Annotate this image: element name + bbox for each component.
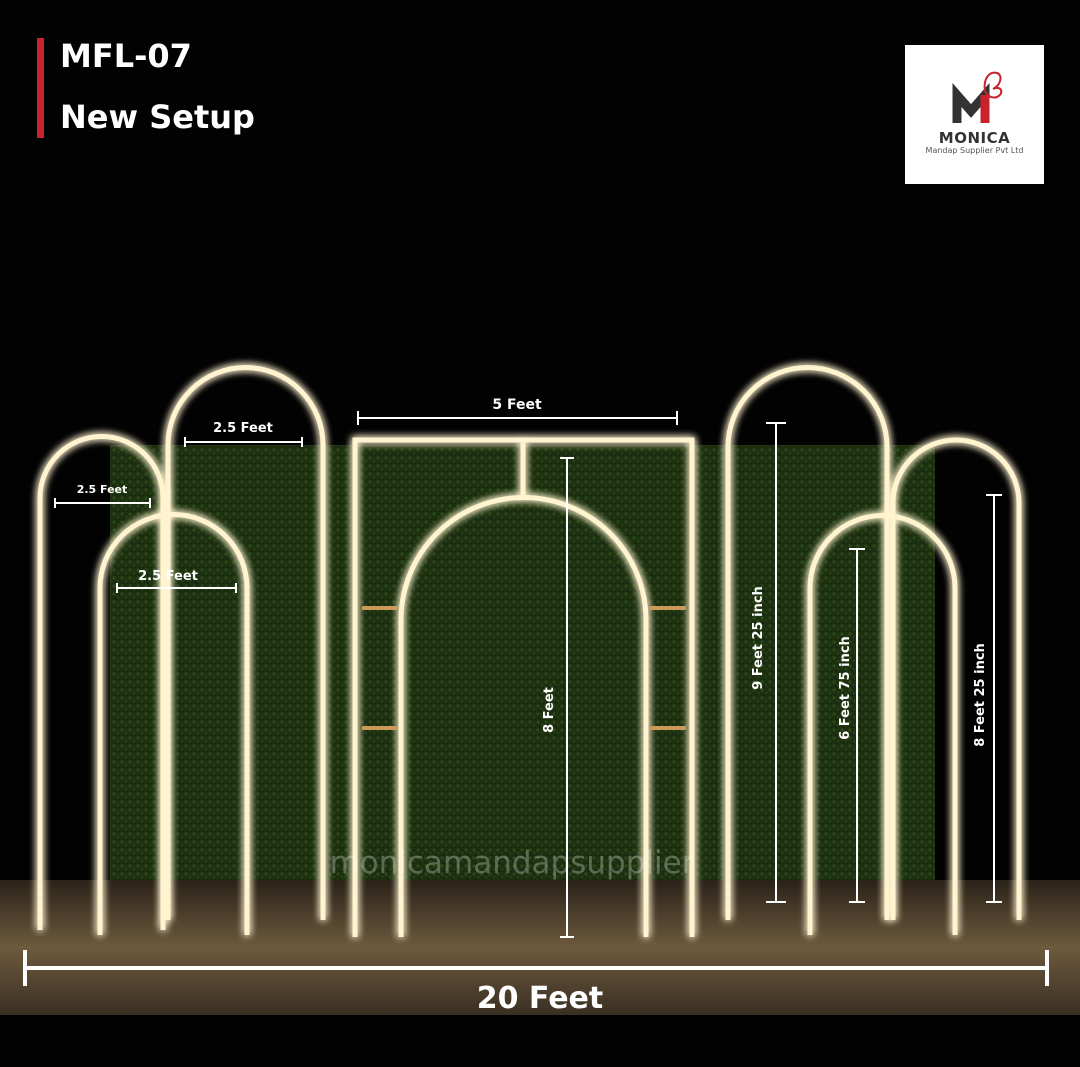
arch-right-outer (890, 437, 1022, 920)
watermark: monicamandapsupplier (330, 845, 695, 881)
floor (0, 880, 1080, 1015)
label-center-height: 8 Feet (542, 687, 557, 733)
arch-left-front (97, 512, 250, 935)
product-code: MFL-07 (60, 37, 192, 75)
label-right-tall-height: 9 Feet 25 inch (751, 586, 766, 690)
label-right-outer-height: 8 Feet 25 inch (973, 643, 988, 747)
arch-frames (37, 365, 1022, 937)
center-inner-arch (398, 495, 649, 937)
accent-bar (37, 38, 44, 138)
label-left-front-width: 2.5 Feet (138, 569, 198, 584)
label-total-width: 20 Feet (477, 981, 604, 1016)
label-left-tall-width: 2.5 Feet (213, 421, 273, 436)
side-shelves (362, 606, 686, 730)
label-right-front-height: 6 Feet 75 inch (838, 636, 853, 740)
arch-right-front (807, 513, 958, 935)
butterfly-m-icon (952, 71, 1003, 123)
arch-right-tall (725, 365, 890, 920)
dimension-lines (23, 411, 1049, 986)
logo-brand: MONICA (938, 129, 1011, 147)
arch-left-tall (165, 365, 326, 920)
arch-left-outer (37, 434, 166, 930)
brand-logo: MONICA Mandap Supplier Pvt Ltd (905, 45, 1044, 184)
logo-tagline: Mandap Supplier Pvt Ltd (925, 146, 1024, 155)
label-center-width: 5 Feet (492, 397, 542, 413)
product-subtitle: New Setup (60, 98, 255, 136)
label-left-outer-width: 2.5 Feet (77, 483, 128, 496)
